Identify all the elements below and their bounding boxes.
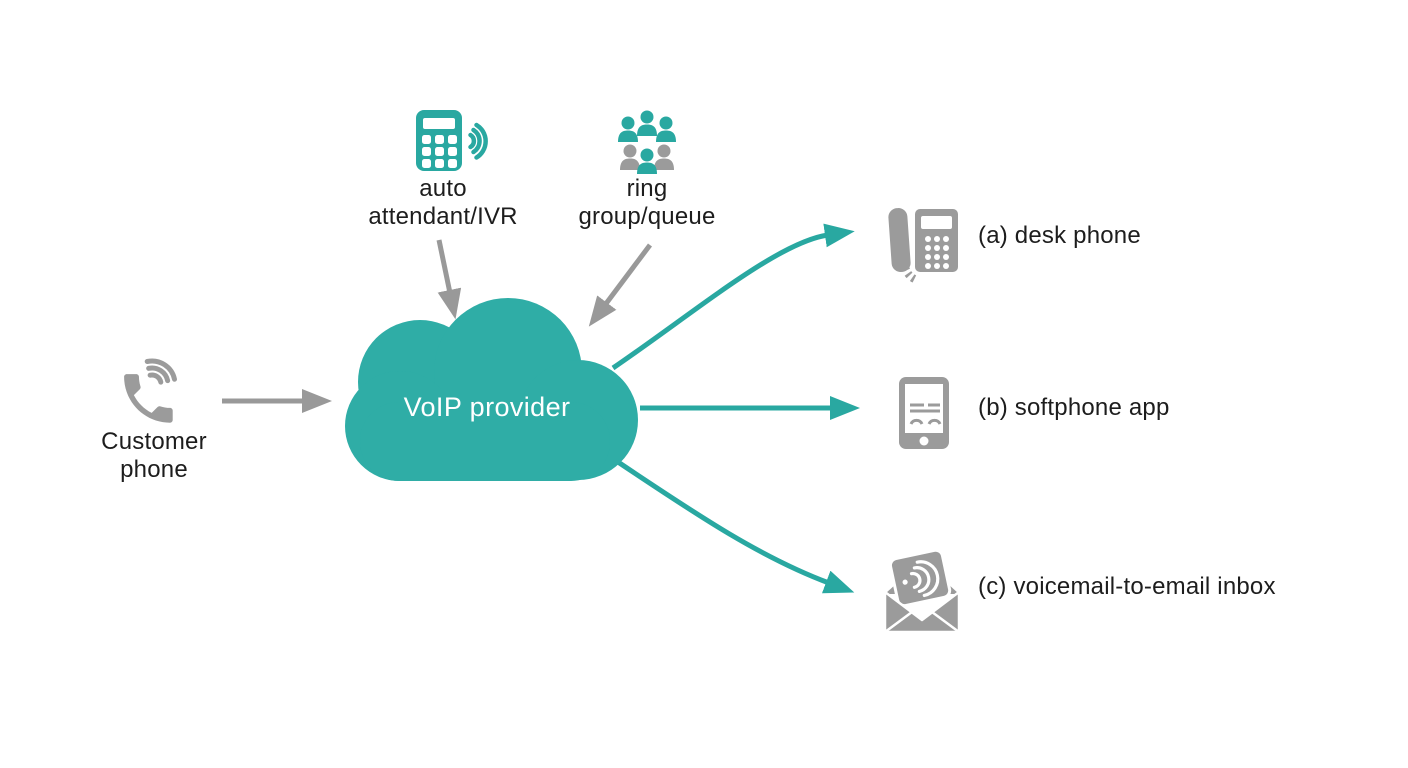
output-softphone-label: (b) softphone app <box>978 394 1170 421</box>
arrow-provider-to-desk-phone <box>611 223 855 371</box>
arrow-auto-attendant-to-provider <box>436 239 462 320</box>
customer-phone-label: Customer phone <box>101 428 207 483</box>
auto-attendant-label: auto attendant/IVR <box>368 175 518 230</box>
sound-waves-icon <box>144 358 177 385</box>
desk-phone-icon <box>888 208 958 284</box>
arrow-provider-to-voicemail <box>616 459 855 594</box>
provider-cloud-label: VoIP provider <box>403 392 571 422</box>
output-desk-phone-label: (a) desk phone <box>978 222 1141 249</box>
ring-group-icon <box>618 110 676 174</box>
sound-waves-icon <box>468 122 488 160</box>
auto-attendant-icon <box>416 110 488 171</box>
voicemail-email-icon <box>883 548 961 634</box>
ring-group-label: ring group/queue <box>578 175 716 230</box>
sound-waves-icon <box>909 560 940 598</box>
output-voicemail-label: (c) voicemail-to-email inbox <box>978 573 1276 600</box>
arrow-ring-group-to-provider <box>588 243 652 327</box>
customer-phone-icon <box>124 358 177 423</box>
softphone-icon <box>899 377 949 449</box>
cloud-shape <box>345 298 638 481</box>
